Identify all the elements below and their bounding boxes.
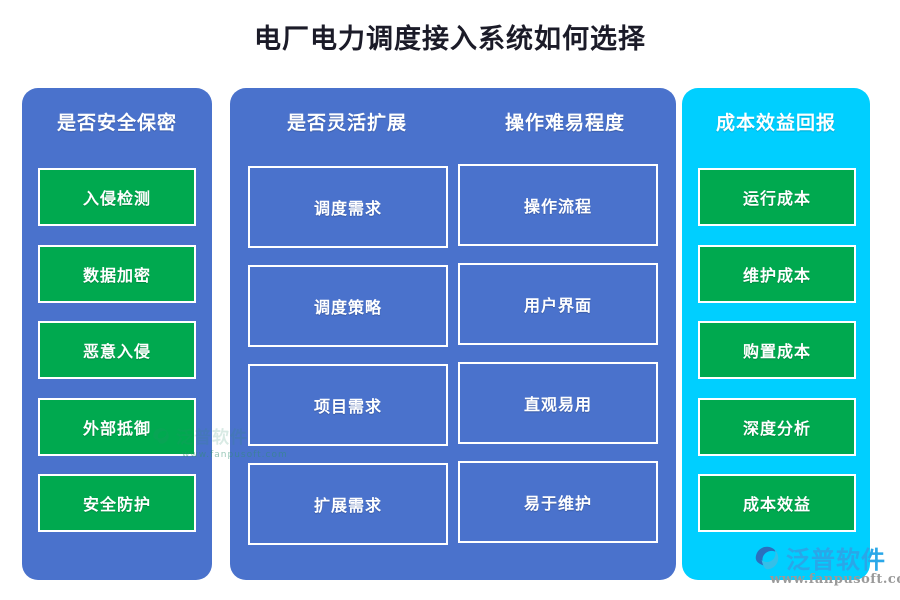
watermark-url: www.fanpusoft.com: [770, 572, 900, 587]
panel-usability-header: 操作难易程度: [504, 112, 625, 134]
item-flexibility-1[interactable]: 调度策略: [248, 265, 448, 347]
panel-security: 是否安全保密 入侵检测 数据加密 恶意入侵 外部抵御 安全防护: [22, 88, 212, 580]
item-usability-0[interactable]: 操作流程: [458, 164, 658, 246]
item-security-4[interactable]: 安全防护: [38, 474, 196, 532]
item-security-1[interactable]: 数据加密: [38, 245, 196, 303]
panel-cost-benefit: 成本效益回报 运行成本 维护成本 购置成本 深度分析 成本效益: [682, 88, 870, 580]
item-cost-2[interactable]: 购置成本: [698, 321, 856, 379]
panel-cost-benefit-header: 成本效益回报: [715, 112, 836, 134]
item-cost-1[interactable]: 维护成本: [698, 245, 856, 303]
watermark-faint-url: www.fanpusoft.com: [182, 450, 288, 460]
item-usability-2[interactable]: 直观易用: [458, 362, 658, 444]
item-security-2[interactable]: 恶意入侵: [38, 321, 196, 379]
item-flexibility-3[interactable]: 扩展需求: [248, 463, 448, 545]
item-usability-3[interactable]: 易于维护: [458, 461, 658, 543]
panel-security-header: 是否安全保密: [56, 112, 177, 134]
panel-flexibility-header: 是否灵活扩展: [286, 112, 407, 134]
item-flexibility-0[interactable]: 调度需求: [248, 166, 448, 248]
item-cost-0[interactable]: 运行成本: [698, 168, 856, 226]
page-title: 电厂电力调度接入系统如何选择: [254, 24, 646, 55]
item-cost-4[interactable]: 成本效益: [698, 474, 856, 532]
item-security-0[interactable]: 入侵检测: [38, 168, 196, 226]
item-flexibility-2[interactable]: 项目需求: [248, 364, 448, 446]
panel-flexibility-usability: 是否灵活扩展 操作难易程度 调度需求 调度策略 项目需求 扩展需求 操作流程 用…: [230, 88, 676, 580]
item-usability-1[interactable]: 用户界面: [458, 263, 658, 345]
item-security-3[interactable]: 外部抵御: [38, 398, 196, 456]
item-cost-3[interactable]: 深度分析: [698, 398, 856, 456]
